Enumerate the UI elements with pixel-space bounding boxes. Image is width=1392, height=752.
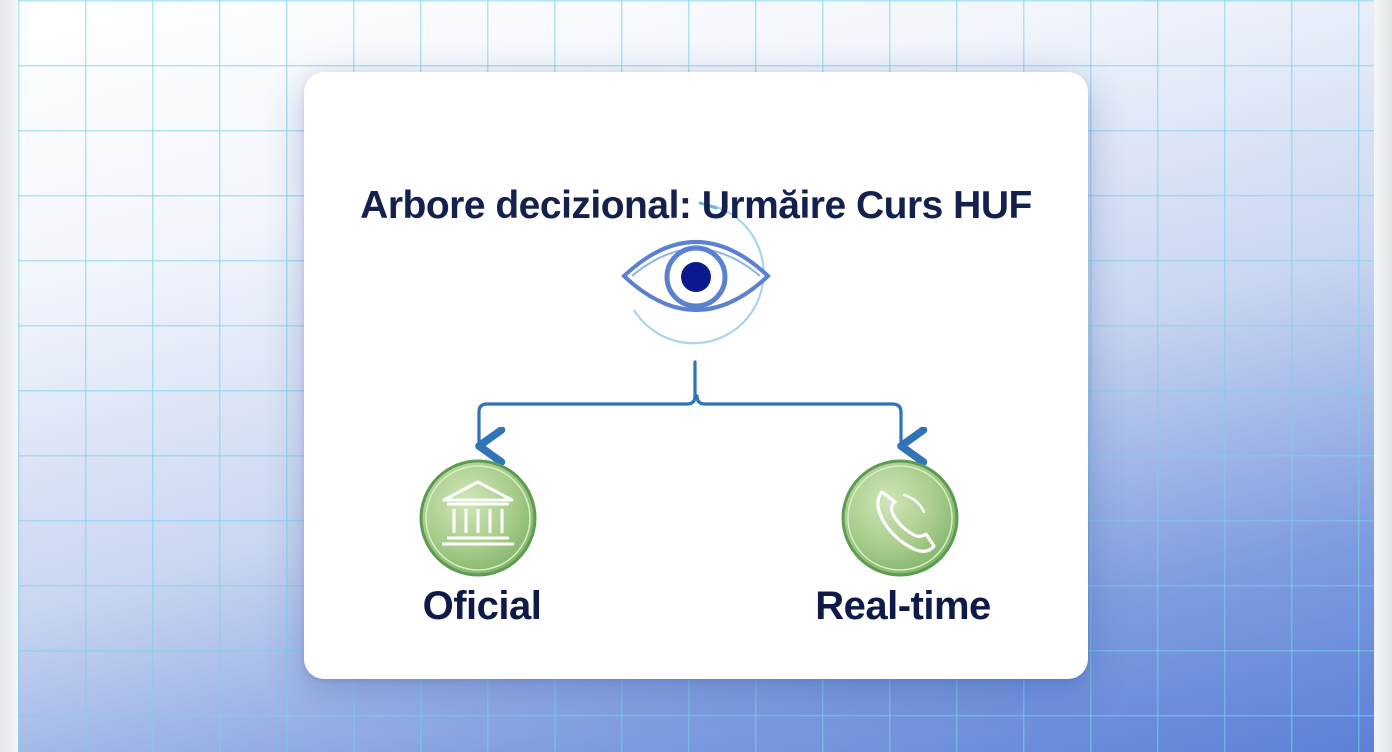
diagram-title: Arbore decizional: Urmăire Curs HUF <box>360 184 1032 227</box>
bank-icon <box>419 459 537 577</box>
left-edge-strip <box>0 0 18 752</box>
eye-icon <box>621 201 771 345</box>
branch-connectors <box>479 360 901 446</box>
phone-icon <box>841 459 959 577</box>
decision-tree-graphic <box>419 201 959 577</box>
right-edge-strip <box>1374 0 1392 752</box>
branch-label-oficial: Oficial <box>422 584 542 628</box>
diagram-card: Arbore decizional: Urmăire Curs HUF Ofic… <box>304 72 1088 679</box>
branch-label-real-time: Real-time <box>815 584 991 628</box>
